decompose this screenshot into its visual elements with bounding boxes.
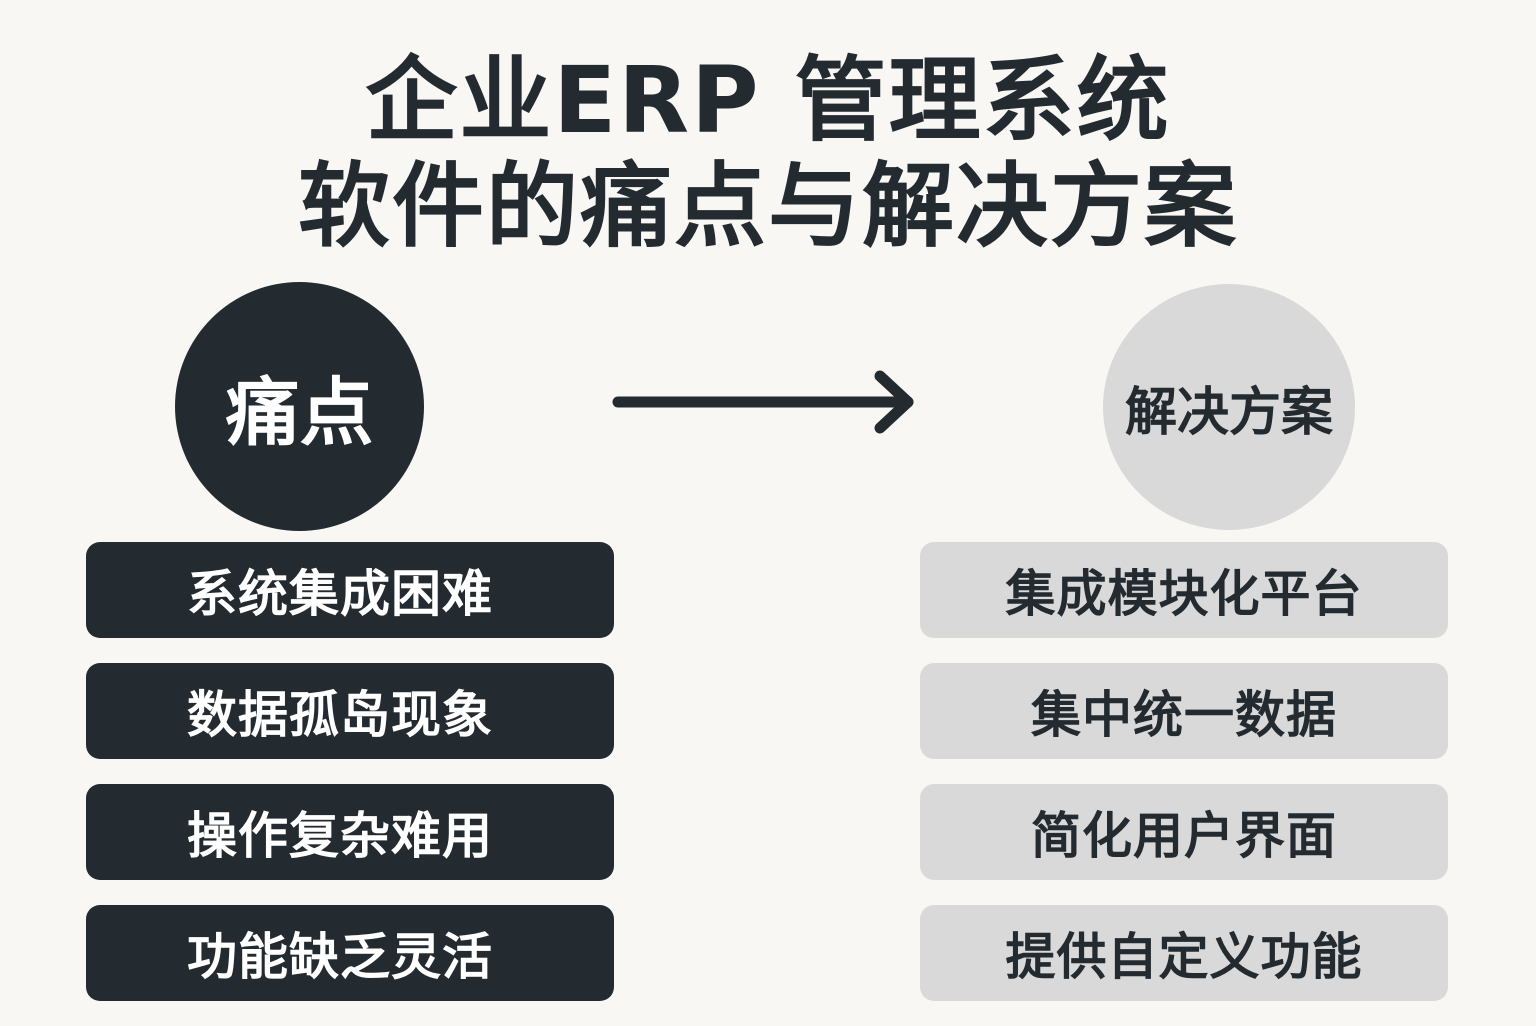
pain-point-label: 功能缺乏灵活: [187, 928, 493, 986]
page-title: 企业ERP 管理系统 软件的痛点与解决方案: [0, 48, 1536, 260]
solution-item: 简化用户界面: [920, 784, 1448, 880]
solution-item: 集中统一数据: [920, 663, 1448, 759]
pain-points-list: 系统集成困难 数据孤岛现象 操作复杂难用 功能缺乏灵活: [86, 542, 614, 1026]
pain-points-heading: 痛点: [225, 370, 374, 456]
solution-label: 集成模块化平台: [1005, 565, 1363, 623]
solution-label: 提供自定义功能: [1005, 928, 1363, 986]
title-line-2: 软件的痛点与解决方案: [297, 153, 1238, 260]
pain-point-label: 系统集成困难: [187, 565, 493, 623]
pain-point-item: 操作复杂难用: [86, 784, 614, 880]
pain-point-label: 操作复杂难用: [187, 807, 493, 865]
pain-point-item: 功能缺乏灵活: [86, 905, 614, 1001]
solution-item: 集成模块化平台: [920, 542, 1448, 638]
solution-label: 简化用户界面: [1031, 807, 1337, 865]
solutions-list: 集成模块化平台 集中统一数据 简化用户界面 提供自定义功能: [920, 542, 1448, 1026]
solution-item: 提供自定义功能: [920, 905, 1448, 1001]
solutions-heading: 解决方案: [1124, 382, 1333, 443]
pain-point-item: 数据孤岛现象: [86, 663, 614, 759]
pain-point-item: 系统集成困难: [86, 542, 614, 638]
title-line-1: 企业ERP 管理系统: [365, 47, 1171, 154]
pain-point-label: 数据孤岛现象: [187, 686, 493, 744]
solutions-circle: 解决方案: [1103, 284, 1355, 530]
solution-label: 集中统一数据: [1031, 686, 1337, 744]
pain-points-circle: 痛点: [175, 282, 424, 531]
arrow-right-icon: [612, 370, 914, 434]
arrow-head: [874, 370, 914, 434]
